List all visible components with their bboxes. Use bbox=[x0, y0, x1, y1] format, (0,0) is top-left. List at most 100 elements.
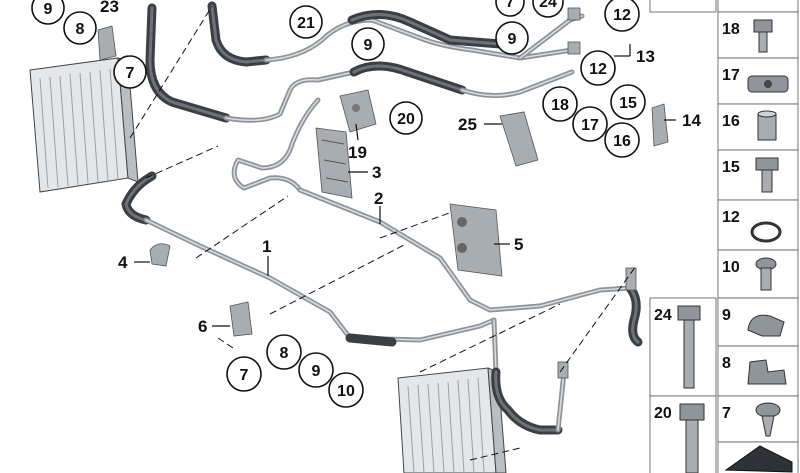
svg-text:17: 17 bbox=[722, 67, 740, 84]
parts-cell-17: 17 bbox=[717, 57, 799, 105]
fittings-top-right bbox=[557, 7, 637, 379]
svg-text:24: 24 bbox=[654, 307, 672, 324]
circled-callout-18: 18 bbox=[542, 86, 578, 122]
svg-text:12: 12 bbox=[722, 209, 740, 226]
cooling-lines bbox=[121, 1, 643, 435]
parts-cell-18: 18 bbox=[717, 11, 799, 59]
callout-19: 19 bbox=[348, 143, 367, 162]
svg-text:9: 9 bbox=[312, 363, 321, 380]
circled-callout-9: 9 bbox=[31, 0, 65, 25]
svg-text:8: 8 bbox=[76, 21, 85, 38]
circled-callout-9: 9 bbox=[351, 27, 385, 61]
circled-callout-20: 20 bbox=[389, 101, 423, 135]
torx-screw-icon bbox=[755, 402, 781, 437]
parts-cell-16: 16 bbox=[717, 103, 799, 151]
svg-text:24: 24 bbox=[539, 0, 557, 11]
bracket-19 bbox=[339, 89, 377, 133]
o-ring-icon bbox=[750, 221, 782, 243]
upper-oil-cooler bbox=[29, 57, 139, 193]
svg-text:9: 9 bbox=[508, 31, 517, 48]
svg-text:16: 16 bbox=[722, 113, 740, 130]
svg-text:7: 7 bbox=[240, 367, 249, 384]
callout-1: 1 bbox=[262, 237, 271, 256]
parts-cell-20: 20 bbox=[649, 395, 717, 473]
svg-text:15: 15 bbox=[619, 95, 637, 112]
sleeve-icon bbox=[757, 110, 777, 141]
callout-6: 6 bbox=[198, 317, 207, 336]
callout-5: 5 bbox=[514, 235, 523, 254]
clip-6 bbox=[229, 301, 253, 337]
leader-lines bbox=[134, 44, 676, 327]
circled-callout-7: 7 bbox=[226, 356, 262, 392]
svg-text:16: 16 bbox=[613, 133, 631, 150]
callout-4: 4 bbox=[118, 253, 128, 272]
callout-23: 23 bbox=[100, 0, 119, 16]
long-hex-bolt-icon bbox=[677, 305, 701, 389]
bracket-5 bbox=[449, 203, 503, 277]
svg-text:21: 21 bbox=[297, 15, 315, 32]
hex-flange-bolt-icon bbox=[755, 157, 779, 193]
collar-bolt-icon bbox=[679, 403, 705, 473]
hex-bolt-short-icon bbox=[753, 19, 773, 53]
guide-lines bbox=[129, 5, 637, 461]
parts-cell-9: 9 bbox=[717, 297, 799, 347]
callout-13: 13 bbox=[636, 47, 655, 66]
round-head-screw-icon bbox=[755, 257, 777, 291]
circled-callout-9: 9 bbox=[298, 352, 334, 388]
svg-text:17: 17 bbox=[581, 117, 599, 134]
parts-cell-7: 7 bbox=[717, 395, 799, 443]
svg-text:20: 20 bbox=[397, 111, 415, 128]
svg-text:8: 8 bbox=[722, 355, 731, 372]
parts-cell-24: 24 bbox=[649, 297, 717, 397]
callout-3: 3 bbox=[372, 163, 381, 182]
clip-23 bbox=[97, 25, 117, 61]
svg-text:18: 18 bbox=[722, 21, 740, 38]
bracket-25 bbox=[499, 111, 539, 167]
svg-text:8: 8 bbox=[280, 345, 289, 362]
parts-cell-15: 15 bbox=[717, 149, 799, 201]
svg-text:10: 10 bbox=[722, 259, 740, 276]
svg-text:12: 12 bbox=[589, 61, 607, 78]
parts-cell-10: 10 bbox=[717, 249, 799, 299]
svg-text:10: 10 bbox=[337, 383, 355, 400]
svg-text:18: 18 bbox=[551, 97, 569, 114]
circled-callout-7: 7 bbox=[495, 0, 525, 17]
circled-callout-9: 9 bbox=[495, 21, 529, 55]
parts-cell-12: 12 bbox=[717, 199, 799, 251]
clamp-block-icon bbox=[747, 75, 789, 93]
svg-text:7: 7 bbox=[506, 0, 515, 11]
circled-callout-12: 12 bbox=[580, 50, 616, 86]
parts-panel: 18 17 16 15 12 10 24 9 bbox=[649, 0, 799, 473]
callout-2: 2 bbox=[374, 189, 383, 208]
callout-25: 25 bbox=[458, 115, 477, 134]
parts-cell-bottom bbox=[717, 441, 799, 473]
svg-text:7: 7 bbox=[722, 405, 731, 422]
circled-callout-12: 12 bbox=[604, 0, 640, 32]
svg-text:9: 9 bbox=[722, 307, 731, 324]
svg-text:12: 12 bbox=[613, 7, 631, 24]
circled-callouts: 9 8 7 21 9 9 7 24 12 12 20 18 17 15 16 8… bbox=[31, 0, 646, 408]
svg-text:9: 9 bbox=[44, 1, 53, 18]
part-callouts: 1 2 3 4 5 6 13 14 19 23 25 bbox=[100, 0, 701, 336]
parts-cell-8: 8 bbox=[717, 345, 799, 397]
circled-callout-21: 21 bbox=[289, 5, 323, 39]
circled-callout-17: 17 bbox=[572, 106, 608, 142]
hose-clip-icon bbox=[747, 314, 785, 337]
circled-callout-16: 16 bbox=[604, 122, 640, 158]
circled-callout-8: 8 bbox=[63, 11, 97, 45]
svg-text:9: 9 bbox=[364, 37, 373, 54]
bracket-3 bbox=[315, 127, 353, 199]
lower-oil-cooler bbox=[397, 367, 507, 473]
clip-4 bbox=[149, 243, 171, 267]
clip-14 bbox=[651, 103, 669, 147]
svg-text:7: 7 bbox=[126, 65, 135, 82]
circled-callout-10: 10 bbox=[328, 372, 364, 408]
circled-callout-7: 7 bbox=[113, 55, 147, 89]
circled-callout-15: 15 bbox=[610, 84, 646, 120]
circled-callout-8: 8 bbox=[266, 334, 302, 370]
circled-callout-24: 24 bbox=[532, 0, 564, 18]
svg-text:20: 20 bbox=[654, 405, 672, 422]
double-clip-icon bbox=[747, 359, 787, 385]
callout-14: 14 bbox=[682, 111, 701, 130]
